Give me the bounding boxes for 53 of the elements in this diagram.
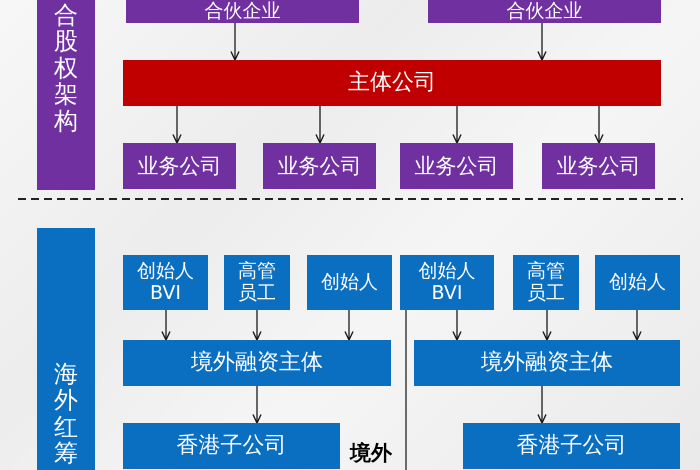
company-name: 创始人 — [609, 272, 666, 294]
company-box — [123, 143, 236, 189]
company-box — [307, 255, 392, 310]
company-name: 高管员工 — [526, 260, 566, 304]
company-box — [263, 143, 376, 189]
arrow — [315, 106, 325, 144]
arrow — [230, 23, 240, 61]
section-band — [37, 228, 95, 470]
company-name: 高管员工 — [237, 260, 277, 304]
company-box — [400, 143, 513, 189]
company-box — [428, 0, 661, 23]
company-name: 香港子公司 — [176, 433, 286, 459]
company-box — [595, 255, 680, 310]
arrow — [632, 310, 642, 341]
company-name: 境外融资主体 — [191, 350, 323, 376]
company-box — [126, 0, 359, 23]
company-box — [513, 255, 579, 310]
arrow — [344, 310, 354, 341]
company-name: 业务公司 — [278, 154, 362, 178]
arrow — [252, 310, 262, 341]
company-name: 主体公司 — [348, 70, 436, 96]
company-name: 合伙企业 — [204, 0, 280, 22]
arrow — [452, 106, 462, 144]
company-box — [400, 255, 494, 310]
company-name: 创始人 — [321, 272, 378, 294]
arrow — [594, 106, 604, 144]
company-box — [414, 340, 680, 386]
section-band — [37, 0, 95, 190]
arrow — [172, 106, 182, 144]
arrow — [252, 386, 262, 424]
arrow — [537, 23, 547, 61]
company-box — [123, 423, 340, 469]
company-box — [542, 143, 655, 189]
company-box — [463, 423, 680, 469]
company-name: 境外融资主体 — [481, 350, 613, 376]
company-name: 业务公司 — [138, 154, 222, 178]
company-box — [123, 255, 208, 310]
section-title: 海外红筹 — [54, 361, 78, 467]
arrow — [161, 310, 171, 341]
company-name: 创始人 BVI — [418, 260, 476, 304]
company-name: 香港子公司 — [516, 433, 626, 459]
arrow — [452, 310, 462, 341]
company-name: 业务公司 — [556, 154, 640, 178]
section-title: 合股权架构 — [54, 2, 78, 134]
arrow — [542, 310, 552, 341]
region-label: 境外 — [350, 440, 392, 467]
company-box — [224, 255, 290, 310]
company-box — [123, 340, 391, 386]
company-name: 创始人 BVI — [136, 260, 195, 304]
company-name: 合伙企业 — [506, 0, 582, 22]
arrow — [537, 386, 547, 424]
company-name: 业务公司 — [414, 154, 498, 178]
company-box — [123, 60, 661, 106]
